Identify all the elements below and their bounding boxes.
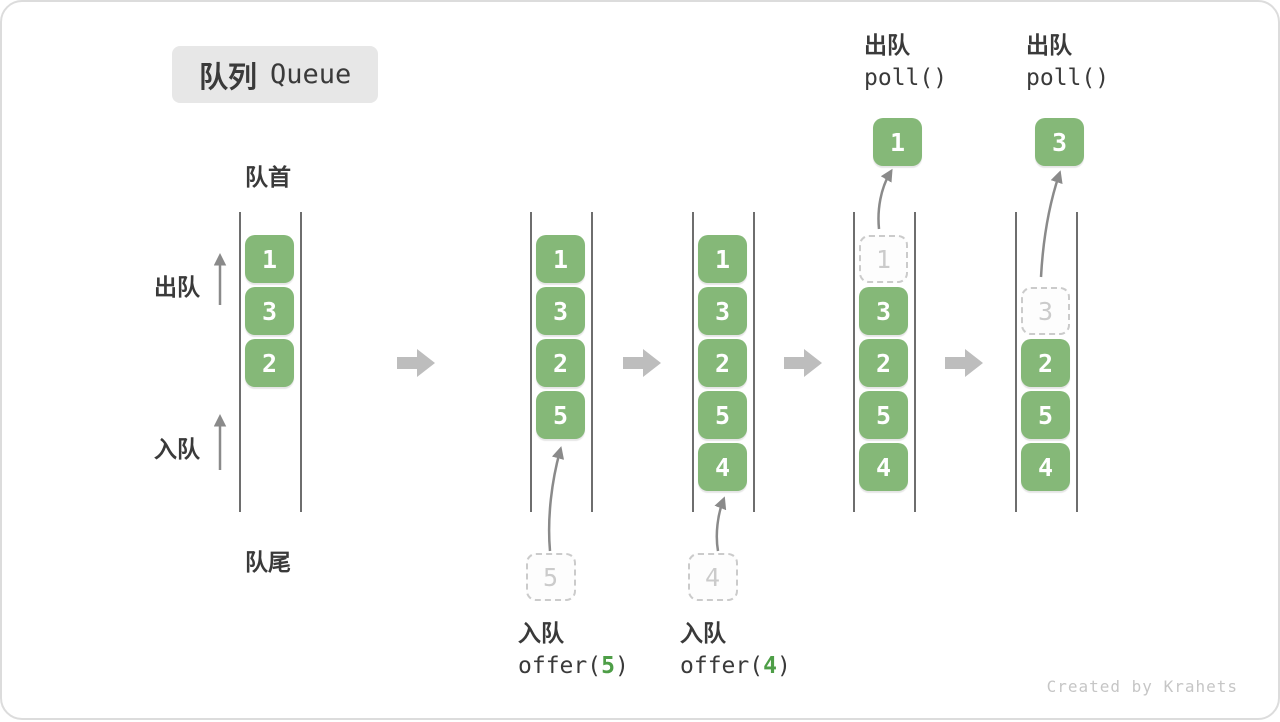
dequeue-curve-arrow-icon [877,168,893,230]
queue-cell: 4 [1021,443,1070,491]
enqueue-caption-code: offer(5) [518,653,629,679]
queue-cell: 2 [859,339,908,387]
queue-cell: 3 [536,287,585,335]
queue-wall [753,212,755,512]
queue-wall [914,212,916,512]
popped-cell: 3 [1035,118,1084,166]
queue-cell: 5 [698,391,747,439]
queue-cell: 2 [245,339,294,387]
pending-cell: 5 [525,553,576,601]
queue-cell: 1 [536,235,585,283]
queue-cell: 3 [859,287,908,335]
queue-cell: 5 [1021,391,1070,439]
queue-cell: 2 [536,339,585,387]
popped-cell: 1 [873,118,922,166]
enqueue-caption-label: 入队 [518,620,564,646]
dequeue-caption-code: poll() [864,65,948,91]
flow-arrow-icon [623,349,661,377]
credit-text: Created by Krahets [1046,677,1238,696]
dequeue-caption-code: poll() [1026,65,1110,91]
queue-wall [692,212,694,512]
queue-wall [1015,212,1017,512]
queue-wall [530,212,532,512]
queue-cell: 3 [245,287,294,335]
enqueue-curve-arrow-icon [714,496,727,552]
flow-arrow-icon [945,349,983,377]
title-zh: 队列 [199,61,258,94]
dequeue-caption: 出队 poll() [1026,30,1109,96]
enqueue-curve-arrow-icon [547,446,565,552]
queue-wall [300,212,302,512]
queue-cell: 5 [536,391,585,439]
dequeue-caption-label: 出队 [864,32,910,58]
queue-cell: 1 [245,235,294,283]
dequeue-side-label: 出队 [154,274,200,300]
enqueue-caption: 入队 offer(5) [518,618,629,684]
queue-wall [591,212,593,512]
flow-arrow-icon [784,349,822,377]
queue-wall [1076,212,1078,512]
queue-cell: 4 [859,443,908,491]
dequeued-cell: 1 [859,235,908,283]
dequeued-cell: 3 [1021,287,1070,335]
enqueue-caption: 入队 offer(4) [680,618,791,684]
queue-rear-label: 队尾 [245,549,291,575]
queue-cell: 5 [859,391,908,439]
enqueue-side-label: 入队 [154,436,200,462]
queue-cell: 2 [698,339,747,387]
queue-wall [853,212,855,512]
dequeue-caption: 出队 poll() [864,30,947,96]
queue-front-label: 队首 [245,164,291,190]
enqueue-caption-label: 入队 [680,620,726,646]
flow-arrow-icon [397,349,435,377]
pending-cell: 4 [687,553,738,601]
queue-cell: 4 [698,443,747,491]
queue-cell: 1 [698,235,747,283]
dequeue-curve-arrow-icon [1039,170,1063,278]
queue-wall [239,212,241,512]
dequeue-caption-label: 出队 [1026,32,1072,58]
queue-cell: 3 [698,287,747,335]
title-en: Queue [270,59,352,90]
title-badge: 队列 Queue [172,46,379,103]
enqueue-caption-code: offer(4) [680,653,791,679]
queue-cell: 2 [1021,339,1070,387]
